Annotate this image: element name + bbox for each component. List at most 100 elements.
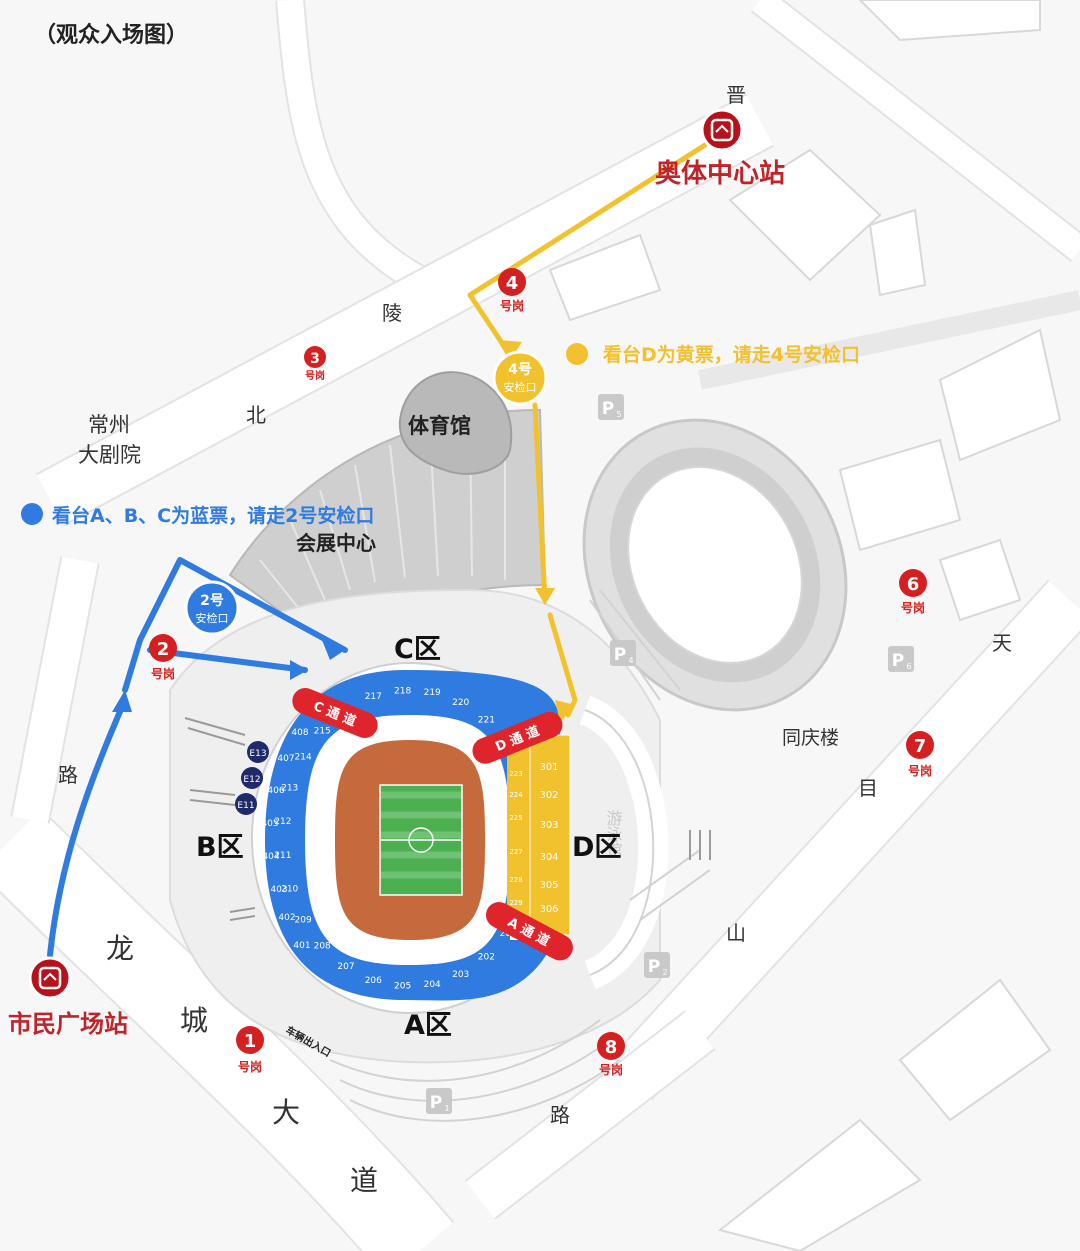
gate-3: 3 号岗: [304, 346, 326, 382]
section-label: 227: [509, 848, 522, 856]
svg-text:E11: E11: [237, 801, 254, 811]
section-label: 217: [365, 692, 382, 702]
section-label: 225: [509, 814, 522, 822]
svg-text:安检口: 安检口: [196, 611, 229, 625]
expo-label: 会展中心: [296, 531, 376, 555]
section-label: 408: [291, 728, 308, 738]
svg-text:E12: E12: [243, 775, 260, 785]
section-label: 404: [262, 852, 279, 862]
road-bei: 北: [246, 403, 266, 427]
section-label: 220: [452, 698, 469, 708]
svg-text:P: P: [602, 399, 614, 419]
zone-d-label: D区: [572, 832, 621, 863]
svg-text:6: 6: [907, 574, 920, 595]
exit-e12: E12: [241, 767, 263, 789]
station-north-label: 奥体中心站: [655, 158, 785, 189]
note-yellow: 看台D为黄票，请走4号安检口: [566, 343, 860, 366]
section-label: 229: [509, 899, 522, 907]
theatre-label-2: 大剧院: [78, 443, 141, 467]
road-cheng: 城: [180, 1004, 208, 1037]
tongqing-label: 同庆楼: [782, 727, 839, 749]
metro-icon-north: [700, 108, 744, 152]
section-label: 302: [539, 790, 558, 801]
section-label: 204: [424, 980, 441, 990]
svg-text:4: 4: [628, 656, 633, 665]
svg-text:7: 7: [914, 736, 927, 757]
section-label: 214: [295, 753, 312, 763]
gate-7: 7 号岗: [906, 731, 934, 778]
svg-text:3: 3: [310, 351, 320, 367]
exit-e13: E13: [247, 741, 269, 763]
section-label: 401: [293, 941, 310, 951]
section-300-band: [529, 734, 571, 936]
checkpoint-2: 2号 安检口: [184, 580, 240, 636]
svg-text:2: 2: [662, 968, 667, 977]
svg-text:4号: 4号: [508, 362, 532, 378]
section-label: 219: [424, 688, 441, 698]
section-label: 207: [337, 962, 354, 972]
section-label: 224: [509, 791, 523, 799]
svg-text:5: 5: [616, 410, 621, 419]
section-label: 209: [295, 915, 312, 925]
parking-p5: P 5: [598, 394, 624, 420]
svg-text:P: P: [648, 957, 660, 977]
svg-text:号岗: 号岗: [908, 763, 932, 778]
svg-text:P: P: [430, 1093, 442, 1113]
svg-text:号岗: 号岗: [238, 1059, 262, 1074]
svg-text:号岗: 号岗: [151, 666, 175, 681]
road-lu-south: 路: [550, 1103, 570, 1127]
note-blue: 看台A、B、C为蓝票，请走2号安检口: [21, 503, 374, 527]
svg-text:E13: E13: [249, 749, 266, 759]
road-long: 龙: [106, 932, 134, 965]
section-label: 212: [274, 817, 291, 827]
section-label: 301: [539, 762, 558, 773]
zone-a-label: A区: [404, 1010, 452, 1041]
station-southwest-label: 市民广场站: [8, 1010, 128, 1038]
svg-text:2号: 2号: [200, 593, 224, 609]
parking-p1: P 1: [426, 1088, 452, 1114]
section-label: 407: [277, 754, 294, 764]
zone-b-label: B区: [196, 832, 244, 863]
theatre-label-1: 常州: [88, 413, 130, 437]
city-blocks: [548, 0, 1062, 1251]
section-label: 203: [452, 970, 469, 980]
section-label: 304: [539, 852, 558, 863]
section-label: 206: [365, 976, 382, 986]
parking-stripes: [329, 589, 711, 1122]
section-label: 305: [539, 880, 558, 891]
pool-label: 游泳馆: [604, 810, 623, 858]
gate-8: 8 号岗: [597, 1032, 625, 1077]
svg-text:号岗: 号岗: [599, 1062, 623, 1077]
zone-c-label: C区: [394, 634, 441, 665]
road-mu: 目: [858, 776, 878, 800]
section-label: 208: [314, 942, 331, 952]
parking-p4: P 4: [610, 640, 636, 666]
parking-p2: P 2: [644, 952, 670, 978]
svg-text:号岗: 号岗: [901, 600, 925, 615]
svg-text:1: 1: [244, 1031, 257, 1052]
gate-4: 4 号岗: [498, 268, 526, 313]
section-label: 210: [281, 885, 298, 895]
checkpoint-4: 4号 安检口: [492, 350, 548, 406]
road-shan: 山: [726, 921, 746, 945]
gymnasium: [398, 371, 513, 475]
svg-text:号岗: 号岗: [500, 298, 524, 313]
section-label: 406: [267, 786, 284, 796]
gate-2: 2 号岗: [149, 634, 177, 681]
section-label: 403: [270, 885, 287, 895]
section-label: 306: [539, 904, 558, 915]
parking-p6: P 6: [888, 646, 914, 672]
svg-text:P: P: [892, 651, 904, 671]
stairs: [184, 717, 711, 921]
gate-1: 1 号岗: [236, 1026, 264, 1074]
section-label: 221: [478, 715, 495, 725]
gate-6: 6 号岗: [899, 569, 927, 615]
road-ling: 陵: [382, 301, 402, 325]
svg-text:8: 8: [605, 1037, 618, 1058]
svg-text:看台D为黄票，请走4号安检口: 看台D为黄票，请走4号安检口: [602, 343, 860, 366]
section-label: 213: [281, 783, 298, 793]
